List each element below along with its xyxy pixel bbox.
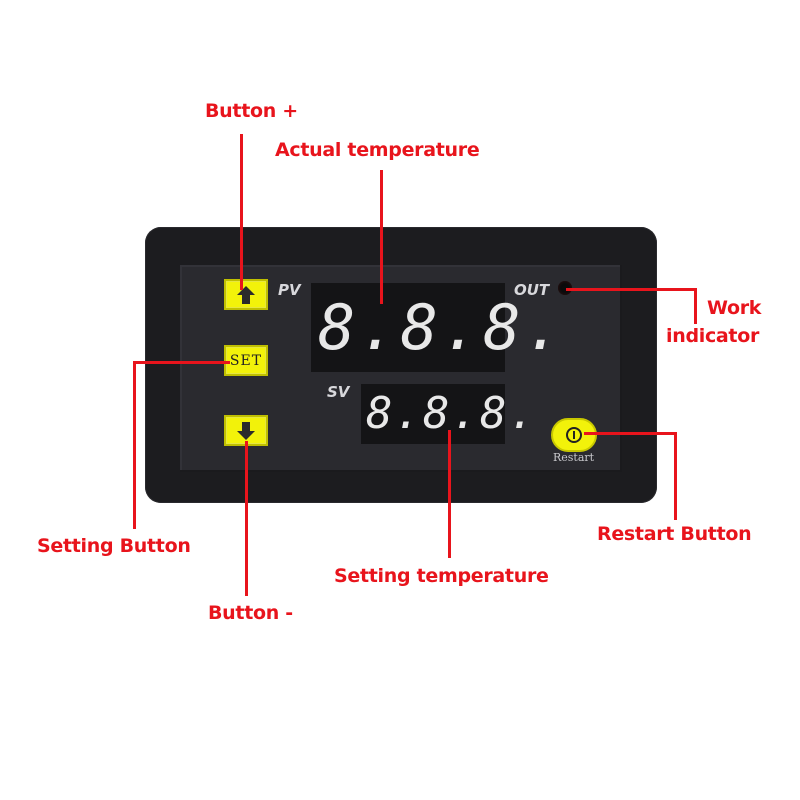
work-indicator-callout-line2: indicator [666, 325, 760, 347]
button-minus-leader-line [245, 441, 248, 596]
set-button-label: SET [229, 352, 263, 369]
work-indicator-callout-line1: Work [707, 297, 762, 319]
restart-label: Restart [553, 451, 595, 464]
pv-display-digits: 8.8.8. [318, 291, 566, 364]
work-indicator-leader-line-v [694, 288, 697, 324]
restart-button-leader-line-h [584, 432, 676, 435]
pv-tag: PV [278, 281, 301, 299]
setting-temperature-callout: Setting temperature [334, 565, 549, 587]
sv-tag: SV [327, 383, 350, 401]
restart-button-callout: Restart Button [597, 523, 752, 545]
sv-display [361, 384, 505, 444]
work-indicator-leader-line-h [566, 288, 696, 291]
out-tag: OUT [514, 281, 550, 299]
restart-button-leader-line-v [674, 432, 677, 520]
setting-button-leader-line-h [133, 361, 230, 364]
pv-display [311, 283, 505, 372]
up-button[interactable] [224, 279, 268, 310]
button-plus-callout: Button + [205, 100, 298, 122]
setting-button-leader-line-v [133, 361, 136, 529]
down-arrow-icon [237, 421, 255, 440]
down-button[interactable] [224, 415, 268, 446]
power-icon [566, 427, 582, 443]
setting-temperature-leader-line [448, 430, 451, 558]
up-arrow-icon [237, 285, 255, 304]
button-minus-callout: Button - [208, 602, 293, 624]
actual-temperature-callout: Actual temperature [275, 139, 480, 161]
sv-display-digits: 8.8.8. [366, 388, 537, 439]
work-indicator-led [558, 281, 572, 295]
button-plus-leader-line [240, 134, 243, 290]
setting-button-callout: Setting Button [37, 535, 191, 557]
actual-temperature-leader-line [380, 170, 383, 304]
set-button[interactable]: SET [224, 345, 268, 376]
restart-button[interactable] [551, 418, 597, 452]
